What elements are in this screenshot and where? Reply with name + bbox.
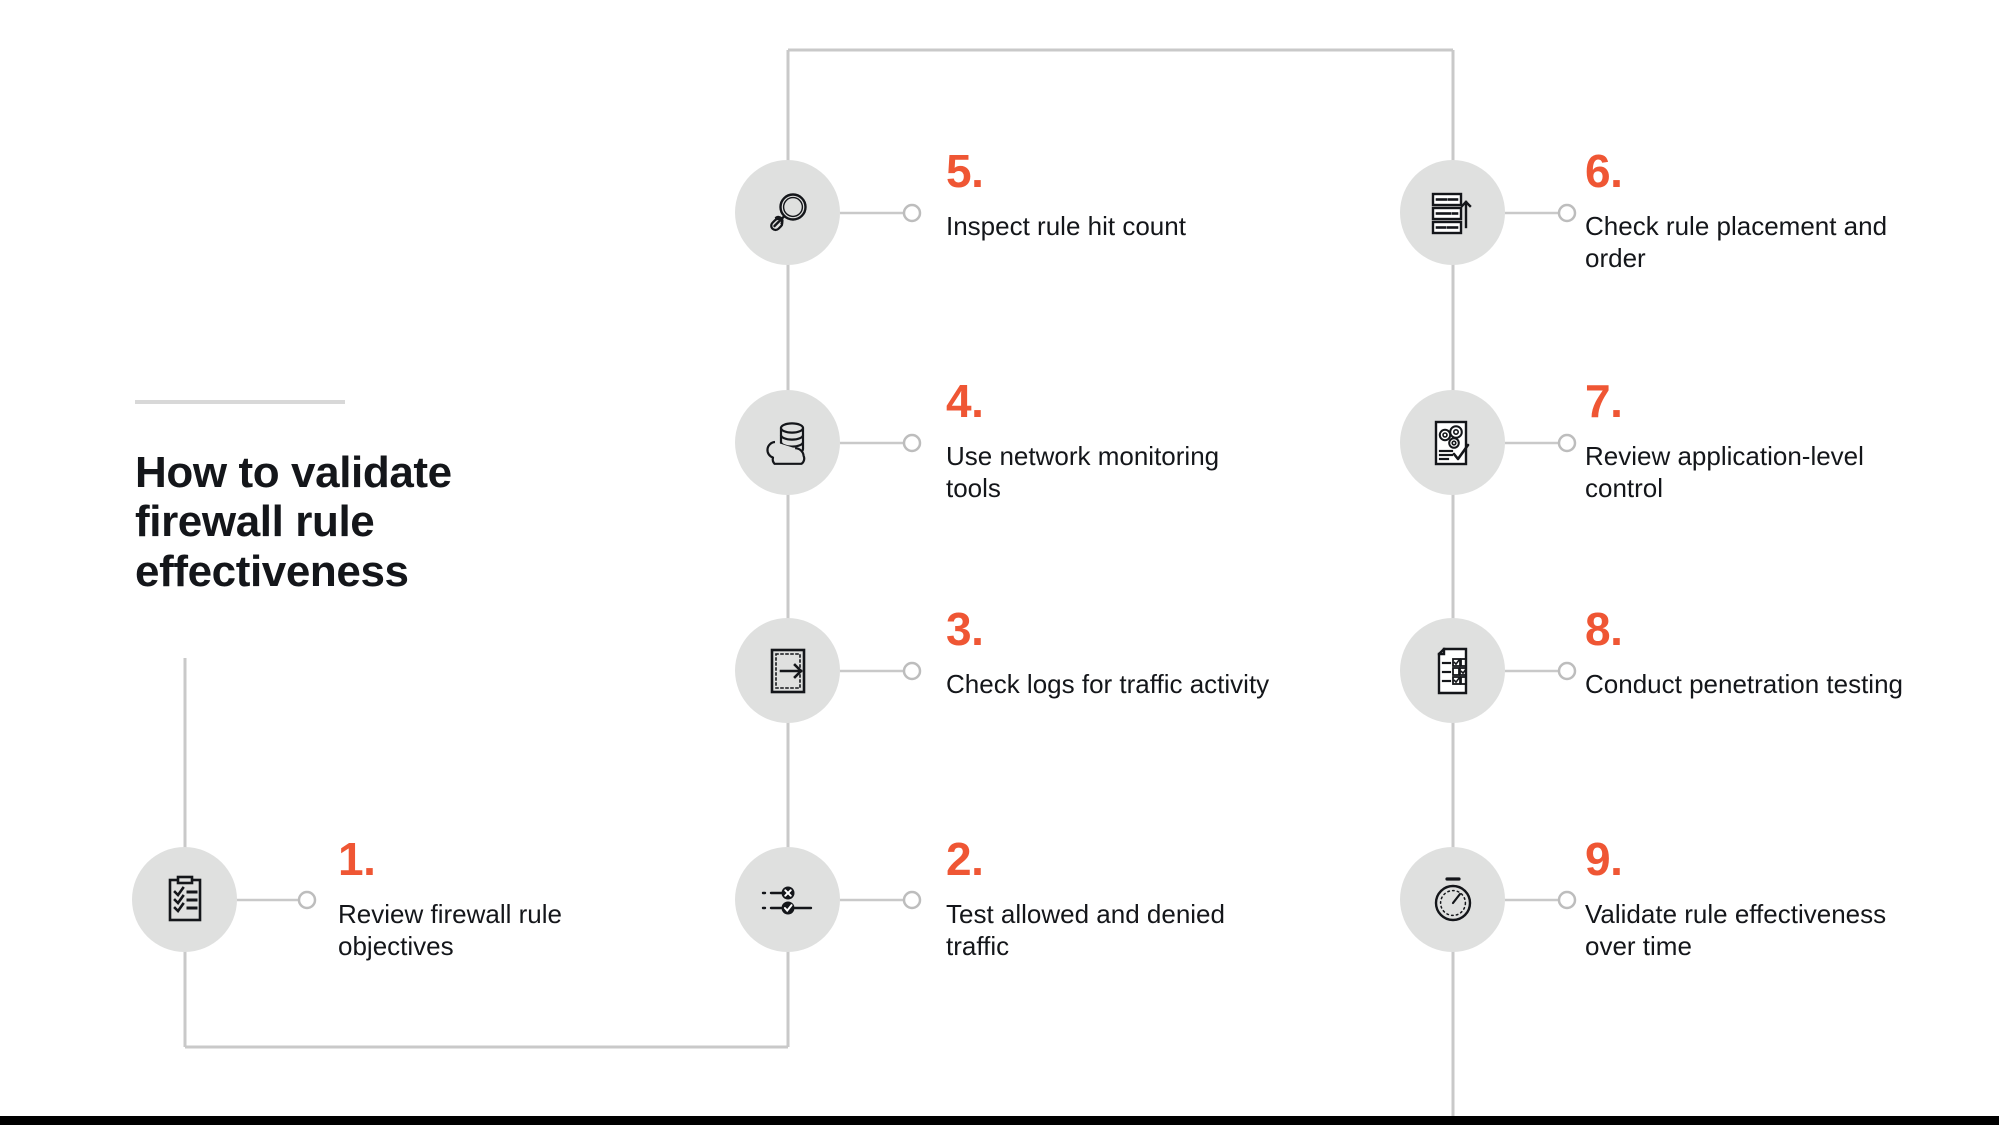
leader-dot-step-1 — [297, 890, 317, 910]
step-number-1: 1. — [338, 833, 376, 885]
step-number-5: 5. — [946, 145, 984, 197]
step-number-9: 9. — [1585, 833, 1623, 885]
page-title-line-2: firewall rule — [135, 497, 375, 547]
leader-dot-step-9 — [1557, 890, 1577, 910]
page-title-line-3: effectiveness — [135, 546, 409, 596]
leader-dot-step-6 — [1557, 203, 1577, 223]
step-number-3: 3. — [946, 603, 984, 655]
step-icon-disc-3 — [735, 618, 840, 723]
magnifying-glass-icon — [761, 186, 815, 240]
step-label-4: Use network monitoring tools — [946, 440, 1220, 504]
step-number-4: 4. — [946, 375, 984, 427]
page-title: How to validate firewall rule effectiven… — [135, 448, 555, 596]
step-text-5: 5. Inspect rule hit count — [946, 145, 1276, 242]
step-label-3: Check logs for traffic activity — [946, 668, 1270, 699]
document-gears-check-icon — [1426, 415, 1480, 471]
step-label-7: Review application-level control — [1585, 440, 1864, 504]
leader-dot-step-8 — [1557, 661, 1577, 681]
rule-order-stack-icon — [1425, 186, 1481, 240]
title-block: How to validate firewall rule effectiven… — [135, 400, 555, 596]
leader-dot-step-3 — [902, 661, 922, 681]
step-label-1: Review firewall rule objectives — [338, 898, 562, 962]
clipboard-checklist-icon — [157, 872, 213, 928]
step-icon-disc-9 — [1400, 847, 1505, 952]
leader-dot-step-7 — [1557, 433, 1577, 453]
stopwatch-icon — [1426, 872, 1480, 928]
step-label-8: Conduct penetration testing — [1585, 668, 1903, 699]
step-text-3: 3. Check logs for traffic activity — [946, 603, 1276, 700]
leader-dot-step-4 — [902, 433, 922, 453]
step-icon-disc-4 — [735, 390, 840, 495]
log-export-arrow-icon — [761, 643, 815, 699]
step-text-2: 2. Test allowed and denied traffic — [946, 833, 1276, 963]
step-label-5: Inspect rule hit count — [946, 210, 1186, 241]
leader-dot-step-5 — [902, 203, 922, 223]
step-text-6: 6. Check rule placement and order — [1585, 145, 1915, 275]
checklist-document-icon — [1427, 643, 1479, 699]
step-label-9: Validate rule effectiveness over time — [1585, 898, 1887, 962]
step-text-9: 9. Validate rule effectiveness over time — [1585, 833, 1915, 963]
step-number-7: 7. — [1585, 375, 1623, 427]
step-number-2: 2. — [946, 833, 984, 885]
step-text-4: 4. Use network monitoring tools — [946, 375, 1276, 505]
bottom-bar — [0, 1116, 1999, 1125]
step-icon-disc-7 — [1400, 390, 1505, 495]
step-text-1: 1. Review firewall rule objectives — [338, 833, 668, 963]
allow-deny-traffic-icon — [759, 877, 817, 923]
step-number-8: 8. — [1585, 603, 1623, 655]
step-icon-disc-8 — [1400, 618, 1505, 723]
title-accent-rule — [135, 400, 345, 404]
step-icon-disc-5 — [735, 160, 840, 265]
leader-dot-step-2 — [902, 890, 922, 910]
cloud-database-icon — [759, 418, 817, 468]
step-number-6: 6. — [1585, 145, 1623, 197]
page-title-line-1: How to validate — [135, 448, 452, 497]
step-label-6: Check rule placement and order — [1585, 210, 1888, 274]
step-text-8: 8. Conduct penetration testing — [1585, 603, 1915, 700]
step-icon-disc-6 — [1400, 160, 1505, 265]
step-text-7: 7. Review application-level control — [1585, 375, 1915, 505]
step-icon-disc-1 — [132, 847, 237, 952]
step-label-2: Test allowed and denied traffic — [946, 898, 1225, 962]
step-icon-disc-2 — [735, 847, 840, 952]
